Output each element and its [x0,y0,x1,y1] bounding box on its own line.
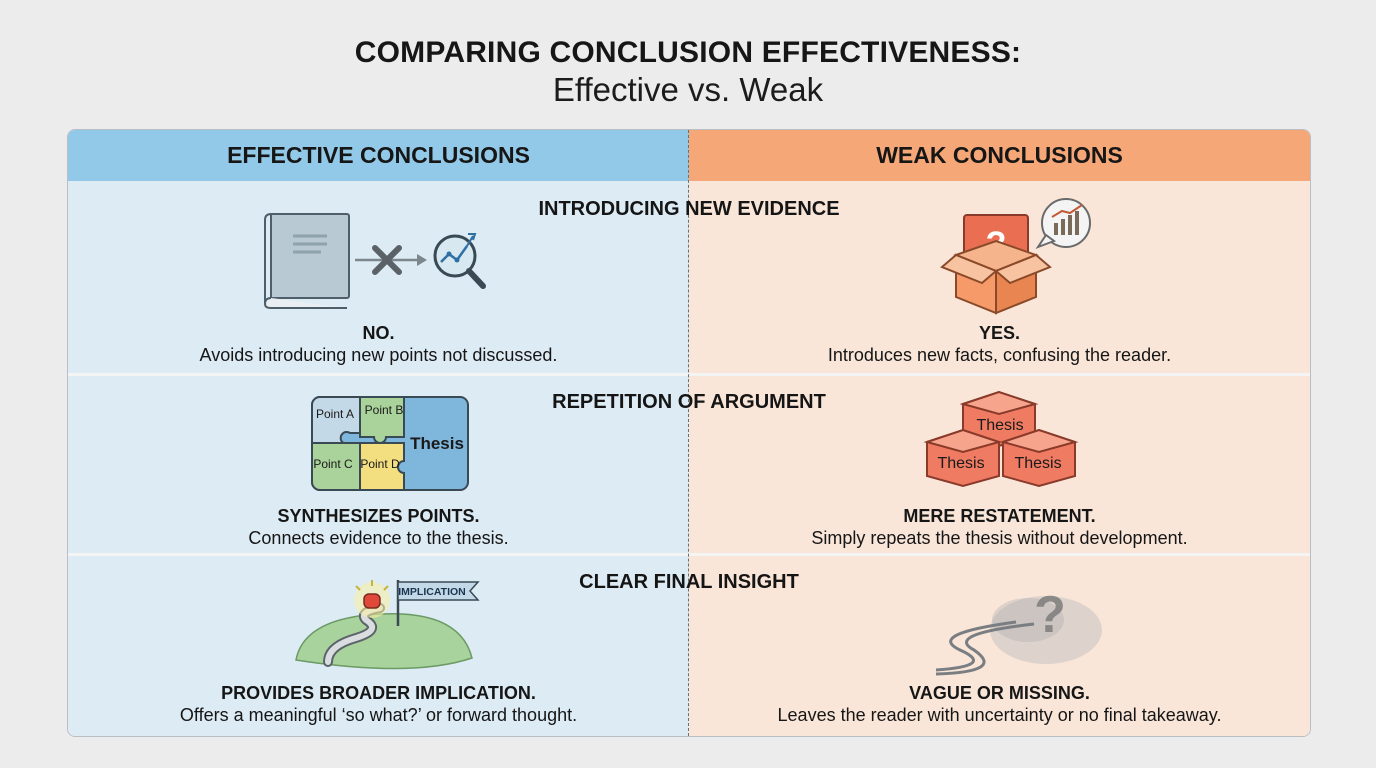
puzzle-point-b-label: Point B [365,403,404,417]
puzzle-point-d-label: Point D [360,457,400,471]
puzzle-point-a-label: Point A [316,407,354,421]
weak-column-header: WEAK CONCLUSIONS [689,130,1310,181]
foggy-path-icon: ? [935,586,1102,676]
column-divider [688,130,689,736]
caption-heading: VAGUE OR MISSING. [909,683,1090,703]
caption-heading: NO. [362,323,395,343]
caption-heading: PROVIDES BROADER IMPLICATION. [221,683,536,703]
page-subtitle: Effective vs. Weak [552,71,824,108]
effective-repetition-caption: SYNTHESIZES POINTS. Connects evidence to… [68,505,689,549]
caption-body: Avoids introducing new points not discus… [199,345,558,365]
puzzle-thesis-label: Thesis [410,434,464,453]
row-divider [68,553,1310,556]
effective-final-insight-caption: PROVIDES BROADER IMPLICATION. Offers a m… [68,682,689,726]
row-divider [68,373,1310,376]
caption-heading: SYNTHESIZES POINTS. [277,506,480,526]
row-title-repetition: REPETITION OF ARGUMENT [552,391,826,413]
weak-repetition-caption: MERE RESTATEMENT. Simply repeats the the… [689,505,1310,549]
cube-thesis-label: Thesis [1014,455,1061,472]
caption-body: Leaves the reader with uncertainty or no… [777,705,1222,725]
weak-new-evidence-caption: YES. Introduces new facts, confusing the… [689,322,1310,366]
comparison-table: EFFECTIVE CONCLUSIONS WEAK CONCLUSIONS I… [67,129,1311,737]
row-title-final-insight: CLEAR FINAL INSIGHT [579,571,799,593]
effective-column-header: EFFECTIVE CONCLUSIONS [68,130,689,181]
caption-body: Connects evidence to the thesis. [248,528,509,548]
repeated-thesis-cubes-icon: Thesis Thesis Thesis [923,390,1079,488]
implication-flag-label: IMPLICATION [398,586,465,598]
mystery-box-icon: ? [940,198,1091,315]
caption-heading: YES. [978,323,1021,343]
weak-final-insight-caption: VAGUE OR MISSING. Leaves the reader with… [689,682,1310,726]
caption-body: Offers a meaningful ‘so what?’ or forwar… [179,705,578,725]
caption-heading: MERE RESTATEMENT. [903,506,1096,526]
page-title: COMPARING CONCLUSION EFFECTIVENESS: [354,36,1022,69]
caption-body: Introduces new facts, confusing the read… [827,345,1172,365]
row-title-new-evidence: INTRODUCING NEW EVIDENCE [538,198,840,220]
cube-thesis-label: Thesis [937,455,984,472]
cube-thesis-label: Thesis [976,417,1023,434]
caption-body: Simply repeats the thesis without develo… [811,528,1188,548]
book-no-evidence-icon [263,213,486,309]
puzzle-point-c-label: Point C [313,457,353,471]
svg-text:?: ? [1034,586,1066,644]
puzzle-synthesis-icon: Point A Point B Point C Point D Thesis [311,396,469,491]
road-implication-icon: IMPLICATION [295,580,480,670]
effective-new-evidence-caption: NO. Avoids introducing new points not di… [68,322,689,366]
